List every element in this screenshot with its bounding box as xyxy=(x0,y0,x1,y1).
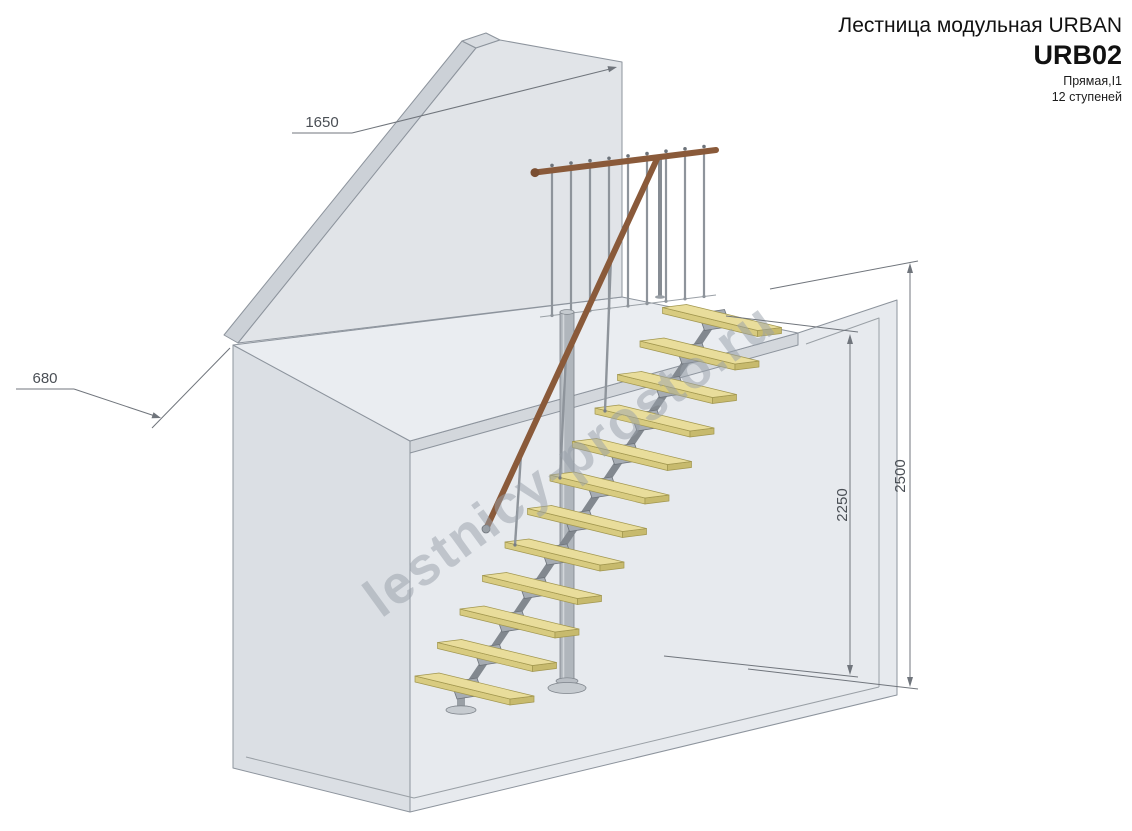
product-type: Прямая,I1 xyxy=(1063,74,1122,89)
product-title: Лестница модульная URBAN xyxy=(838,14,1122,37)
product-model: URB02 xyxy=(1033,40,1122,71)
right-wall-inner-line xyxy=(805,317,880,687)
floor-skirting-line xyxy=(245,686,880,799)
product-steps-count: 12 ступеней xyxy=(1051,90,1122,105)
dimension-annotations: 1650 680 2500 2250 xyxy=(16,66,919,690)
title-block: Лестница модульная URBAN URB02 Прямая,I1… xyxy=(838,12,1122,106)
pole-base-flange xyxy=(547,682,587,694)
stair-steps xyxy=(414,304,782,706)
dim-wall-width-label: 1650 xyxy=(305,114,338,131)
stair-handrail xyxy=(481,156,660,547)
dim-floor-to-landing-label: 2250 xyxy=(834,488,851,521)
dim-ceiling-height-label: 2500 xyxy=(892,459,909,492)
gable-wall-front-face xyxy=(237,39,623,344)
landing-guardrail xyxy=(530,144,719,318)
dim-landing-depth-label: 680 xyxy=(32,370,57,387)
